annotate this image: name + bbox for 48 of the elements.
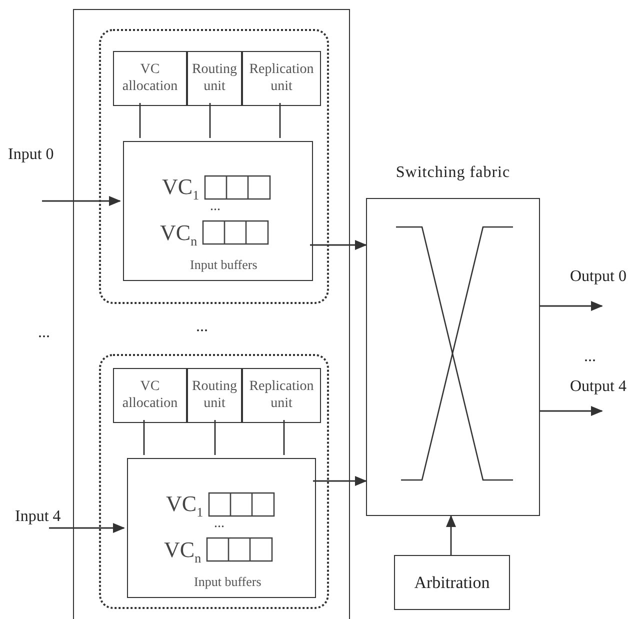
process-label: Arbitration	[413, 572, 491, 594]
buffer-box	[123, 141, 313, 281]
unit-label: Routing unit	[190, 61, 238, 96]
dotted-group	[99, 354, 329, 609]
buffer-label: Input buffers	[190, 258, 258, 271]
dotted-group	[99, 29, 329, 304]
ellipsis: ...	[38, 324, 50, 342]
unit-label: VC allocation	[121, 61, 179, 96]
unit-box	[187, 368, 242, 423]
unit-box	[242, 51, 321, 106]
ellipsis: ...	[196, 318, 208, 336]
panel-frame	[73, 9, 350, 619]
unit-label: Routing unit	[190, 378, 238, 412]
unit-box	[113, 51, 187, 106]
connector-line	[283, 420, 285, 455]
unit-box	[113, 368, 187, 423]
arrow	[310, 240, 367, 250]
ellipsis: ...	[210, 200, 220, 214]
port-label: Input 0	[8, 146, 54, 164]
arrow	[49, 523, 125, 533]
channel-label: VC$_{n}$	[160, 222, 198, 248]
buffer-box	[127, 458, 316, 598]
arrow	[313, 476, 367, 486]
arrow	[540, 406, 603, 416]
channel-label: VC$_{1}$	[166, 493, 204, 518]
channel-label: VC$_{1}$	[162, 176, 200, 202]
unit-box	[187, 51, 242, 106]
ellipsis: ...	[584, 348, 596, 366]
port-label: Output 4	[570, 378, 626, 396]
unit-label: Replication unit	[248, 378, 315, 412]
port-label: Input 4	[15, 508, 61, 526]
process-box	[394, 555, 510, 610]
connector-line	[214, 420, 216, 455]
fabric-heading: Switching fabric	[394, 164, 512, 182]
port-label: Output 0	[570, 268, 626, 286]
unit-label: VC allocation	[121, 378, 179, 412]
arrow	[540, 301, 603, 311]
connector-line	[143, 420, 145, 455]
connector-line	[279, 103, 281, 138]
arrow	[446, 515, 456, 555]
buffer-label: Input buffers	[194, 575, 262, 588]
unit-box	[242, 368, 321, 423]
arrow	[42, 196, 121, 206]
channel-label: VC$_{n}$	[164, 539, 202, 564]
ellipsis: ...	[214, 517, 224, 531]
connector-line	[139, 103, 141, 138]
unit-label: Replication unit	[248, 61, 315, 96]
connector-line	[209, 103, 211, 138]
